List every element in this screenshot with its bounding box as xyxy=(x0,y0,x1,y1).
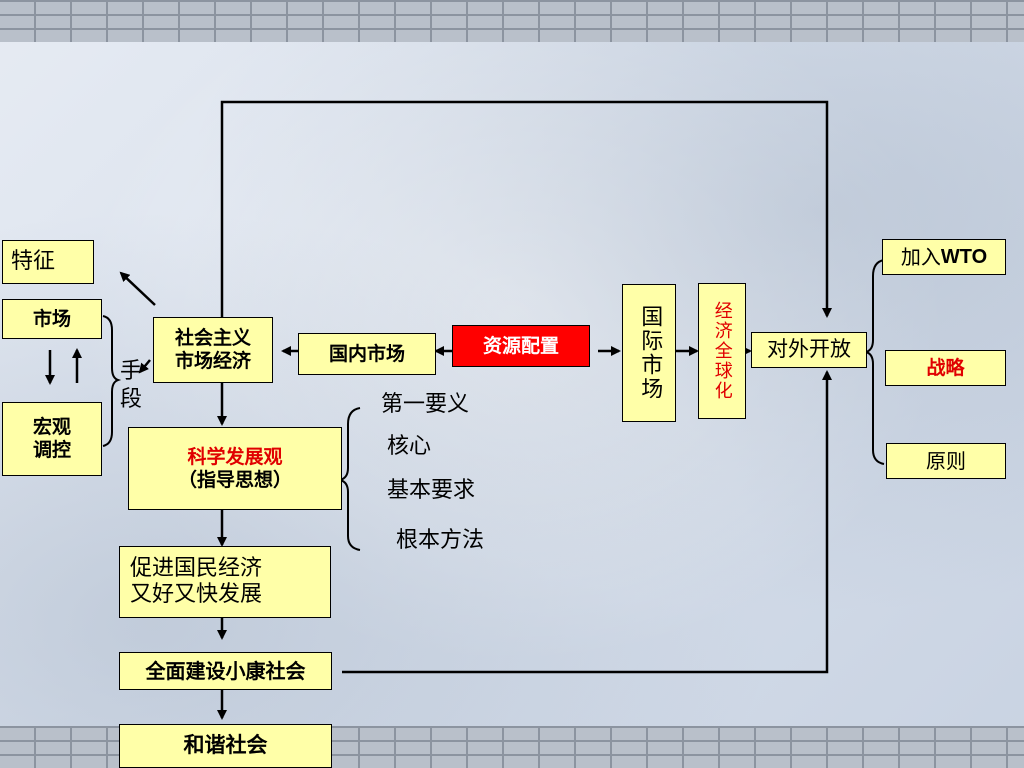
node-duiwai-label: 对外开放 xyxy=(767,337,851,362)
label-diyi-yaoyi: 第一要义 xyxy=(381,392,470,417)
node-cujin-line2: 又好又快发展 xyxy=(130,582,263,607)
node-tezheng-label: 特征 xyxy=(11,248,56,274)
label-jiben-yaoqiu: 基本要求 xyxy=(387,478,476,503)
brace-shouduan xyxy=(102,315,122,447)
node-jingji-quanqiuhua: 经济全球化 xyxy=(698,283,746,419)
node-hongguan: 宏观 调控 xyxy=(2,402,102,476)
node-wto-prefix: 加入 xyxy=(900,245,941,269)
node-hexie-label: 和谐社会 xyxy=(183,733,268,758)
node-shichang: 市场 xyxy=(2,299,102,339)
node-quanmian-label: 全面建设小康社会 xyxy=(145,659,306,683)
label-shouduan: 手 段 xyxy=(120,358,142,414)
node-jingji-label: 经济全球化 xyxy=(711,301,733,401)
node-guoji-shichang: 国际市场 xyxy=(622,284,676,422)
node-yuanze: 原则 xyxy=(886,443,1006,479)
brace-duiwai xyxy=(862,259,885,465)
node-kexue-line1: 科学发展观 xyxy=(187,445,283,468)
arrow-to-shouduan xyxy=(138,359,151,374)
node-shehuizhuyi-shichangjingji: 社会主义 市场经济 xyxy=(153,317,273,383)
node-cujin-line1: 促进国民经济 xyxy=(130,555,263,581)
node-duiwai-kaifang: 对外开放 xyxy=(751,332,867,368)
node-hongguan-line1: 宏观 xyxy=(32,416,71,439)
node-wto-label: WTO xyxy=(940,246,988,268)
node-tezheng: 特征 xyxy=(2,240,94,284)
node-ziyuan-peizhi: 资源配置 xyxy=(452,325,590,367)
top-brick-border xyxy=(0,0,1024,42)
node-ziyuan-label: 资源配置 xyxy=(482,334,559,357)
node-quanmian-xiaokang: 全面建设小康社会 xyxy=(119,652,332,690)
loop-bottom-line xyxy=(342,370,832,674)
node-kexue-line2: （指导思想） xyxy=(177,468,292,491)
node-zhanlue: 战略 xyxy=(885,350,1006,386)
label-genben-fangfa: 根本方法 xyxy=(396,528,485,553)
label-shouduan-line1: 手 xyxy=(120,359,143,384)
node-zhanlue-label: 战略 xyxy=(926,356,965,379)
node-guoji-label: 国际市场 xyxy=(637,305,663,401)
label-shouduan-line2: 段 xyxy=(120,387,143,412)
brace-kexue xyxy=(339,407,361,551)
node-kexue-fazhanguan: 科学发展观 （指导思想） xyxy=(128,427,342,510)
node-cujin: 促进国民经济 又好又快发展 xyxy=(119,546,331,618)
node-shichang-label: 市场 xyxy=(32,307,71,330)
node-hongguan-line2: 调控 xyxy=(32,439,71,461)
node-hexie-shehui: 和谐社会 xyxy=(119,724,332,768)
node-main-line1: 社会主义 xyxy=(174,327,251,350)
loop-top-line xyxy=(220,100,832,318)
label-hexin: 核心 xyxy=(387,434,432,459)
node-guonei-label: 国内市场 xyxy=(328,342,405,365)
node-guonei-shichang: 国内市场 xyxy=(298,333,436,375)
arrow-to-tezheng xyxy=(119,271,156,306)
node-main-line2: 市场经济 xyxy=(174,350,251,372)
node-yuanze-label: 原则 xyxy=(926,449,966,473)
